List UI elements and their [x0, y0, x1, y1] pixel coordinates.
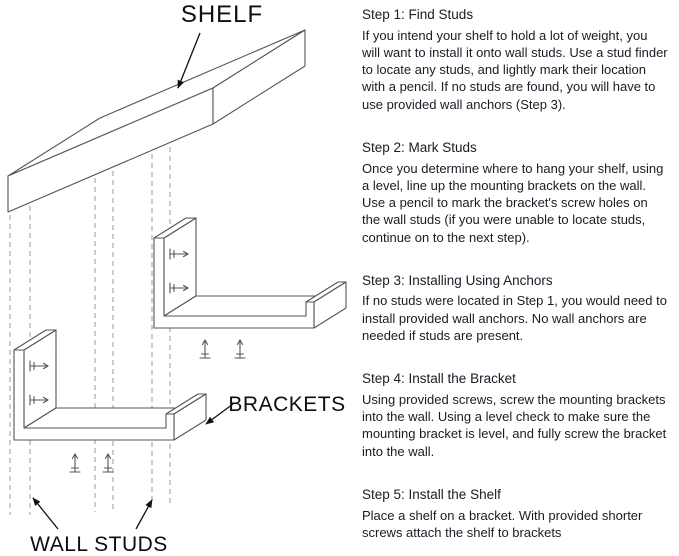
bracket-upper	[153, 217, 347, 329]
shelf-screw	[234, 339, 246, 359]
step-title: Step 1: Find Studs	[362, 7, 474, 22]
step-body: Using provided screws, screw the mountin…	[362, 391, 667, 459]
shelf-screw	[69, 453, 81, 473]
step-title: Step 2: Mark Studs	[362, 139, 477, 155]
wall-studs-label: WALL STUDS	[30, 533, 168, 556]
shelf-top-face	[7, 29, 306, 177]
step-body: If no studs were located in Step 1, you …	[362, 293, 667, 344]
shelf-label: SHELF	[181, 1, 263, 28]
step-title: Step 5: Install the Shelf	[362, 486, 501, 502]
shelf-front-face	[7, 87, 214, 213]
step-block: Step 5: Install the Shelf Place a shelf …	[362, 486, 668, 541]
step-title: Step 4: Install the Bracket	[362, 371, 516, 387]
brackets-label: BRACKETS	[228, 393, 345, 416]
wall-studs-arrow-right	[135, 499, 153, 530]
shelf-drawing	[7, 29, 306, 213]
step-block: Step 3: Installing Using Anchors If no s…	[362, 272, 668, 344]
shelf-screw	[199, 339, 211, 359]
wall-stud-lines	[9, 147, 171, 515]
step-block: Step 2: Mark Studs Once you determine wh…	[362, 139, 668, 246]
shelf-arrow	[177, 32, 201, 89]
step-block: Step 1: Find Studs If you intend your sh…	[362, 6, 668, 113]
step-title: Step 3: Installing Using Anchors	[362, 272, 553, 288]
step-body: Place a shelf on a bracket. With provide…	[362, 507, 643, 540]
shelf-end-face	[212, 29, 306, 125]
step-body: If you intend your shelf to hold a lot o…	[362, 27, 668, 112]
wall-studs-arrow-left	[32, 497, 59, 530]
step-body: Once you determine where to hang your sh…	[362, 160, 664, 245]
shelf-screw	[102, 453, 114, 473]
instruction-steps: Step 1: Find Studs If you intend your sh…	[362, 6, 668, 556]
shelf-installation-diagram: SHELF BRACKETS WALL STUDS	[7, 1, 347, 556]
bracket-lower	[13, 329, 207, 441]
diagram-labels: SHELF BRACKETS WALL STUDS	[30, 1, 345, 556]
brackets-arrow	[205, 403, 234, 425]
step-block: Step 4: Install the Bracket Using provid…	[362, 370, 668, 460]
